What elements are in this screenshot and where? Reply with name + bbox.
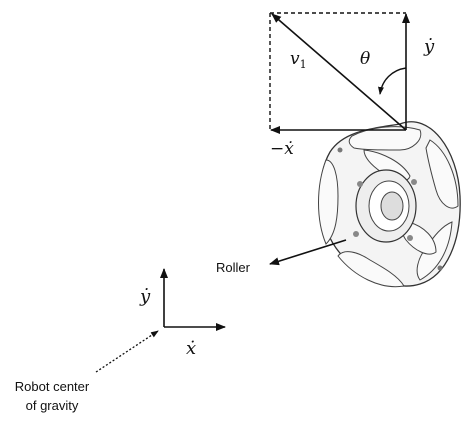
wheel-rollers <box>318 126 459 288</box>
v1-vector-arrow <box>271 13 407 131</box>
neg-x-dot-label: −ẋ <box>270 139 294 159</box>
v1-label: v1 <box>290 49 307 71</box>
y-dot-label-top: ẏ <box>423 36 435 57</box>
cg-pointer-arrow <box>95 330 159 373</box>
roller-label: Roller <box>216 260 251 275</box>
robot-cg-label-line1: Robot center <box>15 379 90 394</box>
v1-label-sub: 1 <box>300 58 307 71</box>
roller-top <box>348 126 422 151</box>
v1-label-main: v <box>290 49 300 69</box>
hub-bolt <box>411 179 417 185</box>
theta-label: θ <box>360 49 370 69</box>
hub-bolt <box>407 235 413 241</box>
mecanum-wheel <box>318 121 461 288</box>
hub-bolt <box>353 231 359 237</box>
roller-callout: Roller <box>216 239 347 275</box>
x-dot-label-bottom: ẋ <box>186 338 196 359</box>
wheel-hub <box>337 147 443 271</box>
robot-frame: ẏ ẋ Robot center of gravity <box>15 268 226 413</box>
hub-bolt <box>357 181 363 187</box>
y-dot-label-bottom: ẏ <box>139 286 151 307</box>
roller-left <box>318 159 339 245</box>
frame-bolt <box>337 147 343 153</box>
hub-bore <box>380 191 404 221</box>
roller-right <box>425 139 459 209</box>
theta-arc <box>378 67 407 95</box>
velocity-decomposition: ẏ v1 θ −ẋ <box>269 12 435 159</box>
roller-bottom <box>337 251 405 288</box>
frame-bolt <box>437 265 443 271</box>
robot-cg-label-line2: of gravity <box>26 398 79 413</box>
roller-pointer-arrow <box>269 239 347 266</box>
